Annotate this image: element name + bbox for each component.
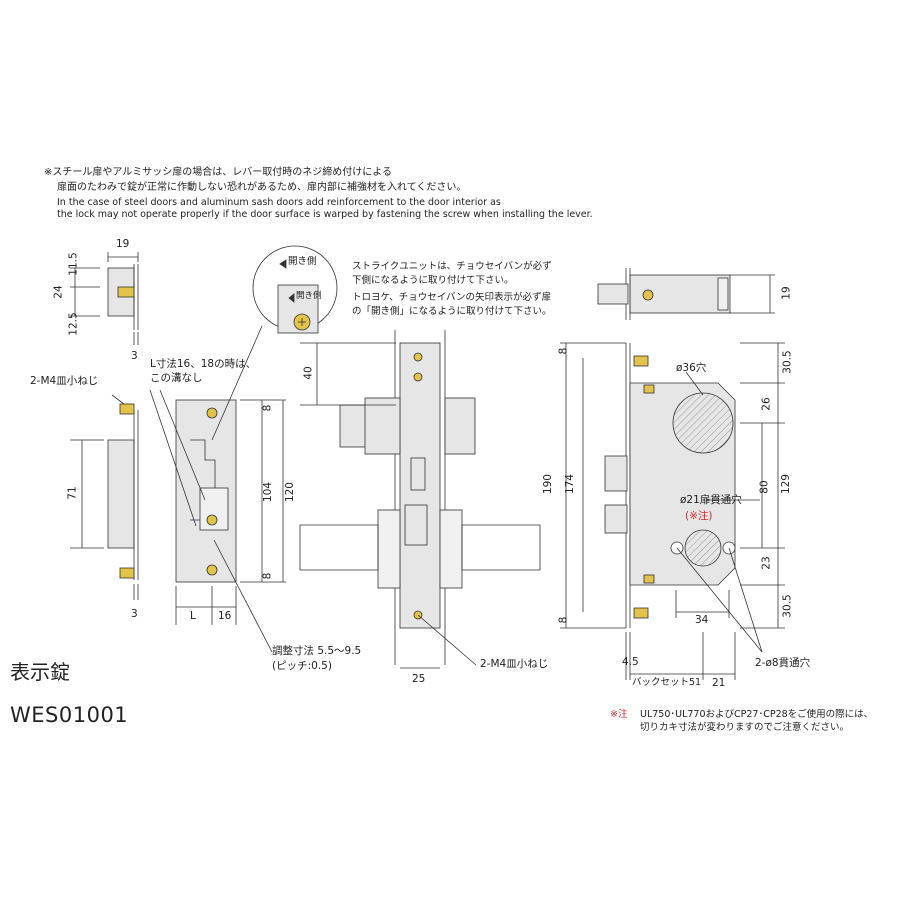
strike-dim-8-top: 8 bbox=[261, 404, 274, 412]
right-case-view bbox=[560, 342, 785, 680]
strike-note-line3: トロヨケ、チョウセイバンの矢印表示が必ず扉 bbox=[352, 292, 552, 303]
groove-note-2: この溝なし bbox=[150, 372, 203, 384]
note-jp-line1: ※スチール扉やアルミサッシ扉の場合は、レバー取付時のネジ締め付けによる bbox=[44, 167, 392, 178]
strike-dim-L: L bbox=[190, 610, 196, 622]
note-en-line2: the lock may not operate properly if the… bbox=[57, 209, 593, 220]
left-screw-label: 2-M4皿小ねじ bbox=[30, 375, 99, 387]
footnote-mark: ※注 bbox=[610, 709, 628, 720]
right-top-view bbox=[597, 268, 775, 320]
strike-dim-104: 104 bbox=[261, 482, 274, 503]
product-title: 表示錠 bbox=[10, 660, 70, 684]
right-dim-26: 26 bbox=[760, 397, 773, 411]
strike-note-line1: ストライクユニットは、チョウセイバンが必ず bbox=[352, 261, 552, 272]
note-jp-line2: 扉面のたわみで錠が正常に作動しない恐れがあるため、扉内部に補強材を入れてください… bbox=[57, 182, 467, 193]
right-dim-30-5-top: 30.5 bbox=[781, 350, 794, 374]
holes-8-label: 2-ø8貫通穴 bbox=[755, 657, 811, 669]
left-dim-3-bottom: 3 bbox=[131, 608, 138, 620]
left-main-view bbox=[70, 394, 139, 600]
strike-note-line4: の「開き側」になるように取り付けて下さい。 bbox=[352, 306, 552, 317]
front-screw-label: 2-M4皿小ねじ bbox=[480, 658, 549, 670]
right-dim-129: 129 bbox=[779, 474, 792, 495]
left-dim-24: 24 bbox=[52, 285, 65, 299]
right-dim-80: 80 bbox=[758, 480, 771, 494]
adjust-label-2: (ピッチ:0.5) bbox=[272, 660, 332, 672]
open-side-label-2: 開き側 bbox=[296, 291, 322, 301]
front-dim-25: 25 bbox=[412, 673, 426, 685]
footnote-line2: 切りカキ寸法が変わりますのでご注意ください。 bbox=[640, 722, 850, 733]
front-view bbox=[299, 330, 541, 669]
right-dim-30-5-bottom: 30.5 bbox=[781, 594, 794, 618]
left-dim-11-5: 11.5 bbox=[67, 252, 80, 276]
adjust-label-1: 調整寸法 5.5〜9.5 bbox=[272, 645, 362, 657]
right-dim-190: 190 bbox=[541, 474, 554, 495]
right-dim-21: 21 bbox=[712, 677, 726, 689]
front-dim-40: 40 bbox=[302, 366, 315, 380]
open-side-label-1: 開き側 bbox=[288, 256, 317, 267]
left-dim-3-top: 3 bbox=[131, 350, 138, 362]
right-dim-19: 19 bbox=[780, 286, 793, 300]
right-dim-8-top: 8 bbox=[557, 347, 570, 355]
right-dim-4-5: 4.5 bbox=[622, 656, 639, 668]
hole-21-label: ø21扉貫通穴 bbox=[680, 494, 742, 506]
right-dim-8-bottom: 8 bbox=[557, 616, 570, 624]
hole-21-note-mark: (※注) bbox=[685, 510, 713, 522]
left-top-view bbox=[70, 252, 139, 345]
right-dim-174: 174 bbox=[563, 474, 576, 495]
groove-note-1: L寸法16、18の時は、 bbox=[150, 358, 257, 370]
left-dim-19: 19 bbox=[116, 238, 130, 250]
right-dim-34: 34 bbox=[695, 614, 709, 626]
note-en-line1: In the case of steel doors and aluminum … bbox=[57, 197, 501, 208]
strike-plate-view bbox=[149, 389, 286, 653]
strike-dim-16: 16 bbox=[218, 610, 232, 622]
footnote-line1: UL750･UL770およびCP27･CP28をご使用の際には、 bbox=[640, 709, 874, 720]
hole-36-label: ø36穴 bbox=[676, 362, 707, 374]
backset-label: バックセット51 bbox=[632, 677, 702, 688]
strike-dim-8-bottom: 8 bbox=[261, 572, 274, 580]
left-dim-12-5: 12.5 bbox=[67, 312, 80, 336]
strike-dim-120: 120 bbox=[283, 482, 296, 503]
product-model: WES01001 bbox=[10, 703, 129, 727]
strike-note-line2: 下側になるように取り付けて下さい。 bbox=[352, 275, 514, 286]
open-side-detail bbox=[211, 245, 338, 441]
right-dim-23: 23 bbox=[760, 556, 773, 570]
left-dim-71: 71 bbox=[66, 486, 79, 500]
